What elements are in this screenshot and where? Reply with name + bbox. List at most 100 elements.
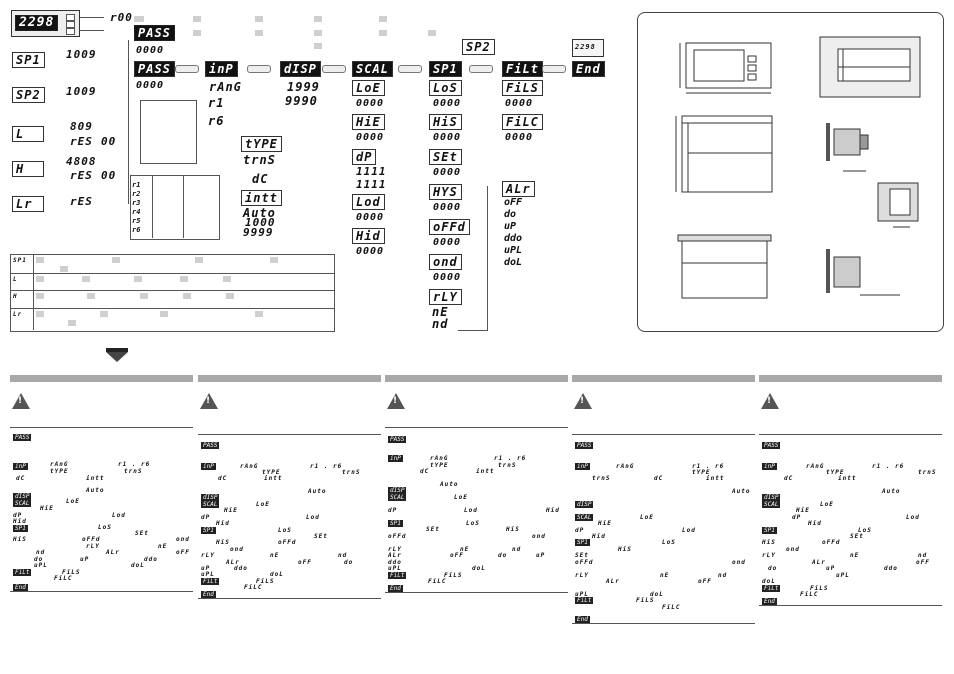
gray-label [193, 16, 201, 22]
gray-label [314, 43, 322, 49]
column-header [10, 375, 193, 382]
gray-label [226, 293, 234, 299]
tag-filt: FiLt [13, 569, 32, 576]
tag-scal: SCAL [575, 514, 594, 521]
filt-filc: FiLC [502, 114, 543, 130]
tag-end: End [575, 616, 590, 623]
txt-trns: trnS [498, 462, 517, 469]
gray-label [134, 16, 144, 22]
column-end-rule [385, 592, 568, 593]
sp1-zero3: 0000 [433, 167, 462, 178]
left-sp1: SP1 [12, 52, 45, 68]
scal-lod: Lod [352, 194, 385, 210]
txt-lod: Lod [906, 514, 920, 521]
tag-scal: SCAL [201, 501, 220, 508]
sp-table-line [10, 290, 334, 291]
txt-rly: rLY [575, 572, 589, 579]
column-header [759, 375, 942, 382]
txt-ond: ond [176, 536, 190, 543]
sp-table-line [10, 273, 334, 274]
tag-disp: dISP [388, 487, 407, 494]
company-logo [106, 346, 128, 362]
txt-alr: ALr [106, 549, 120, 556]
txt-r1r6: r1 . r6 [118, 461, 151, 468]
gray-label [140, 293, 148, 299]
device-button[interactable] [66, 21, 75, 28]
gray-label [36, 257, 44, 263]
txt-loe: LoE [66, 498, 80, 505]
sp1-zero4: 0000 [433, 202, 462, 213]
txt-ne: nE [270, 552, 280, 559]
txt-loe: LoE [256, 501, 270, 508]
warning-icon [574, 393, 592, 409]
txt-dc: dC [16, 475, 26, 482]
column-rule [572, 434, 755, 435]
txt-nd: nd [338, 552, 348, 559]
txt-ond: ond [732, 559, 746, 566]
txt-intt: intt [86, 475, 105, 482]
left-bracket [128, 40, 129, 204]
disp-9990: 9990 [285, 94, 318, 108]
txt-auto: Auto [440, 481, 459, 488]
txt-dp: dP [13, 512, 23, 519]
txt-off: oFF [916, 559, 930, 566]
txt-trns: trnS [342, 469, 361, 476]
gray-label [255, 30, 263, 36]
txt-intt: intt [706, 475, 725, 482]
txt-set: SEt [575, 552, 589, 559]
txt-ddo: ddo [388, 559, 402, 566]
txt-off: oFF [450, 552, 464, 559]
column-rule [759, 434, 942, 435]
gray-label [100, 311, 108, 317]
gray-label [112, 257, 120, 263]
table-divider [152, 175, 153, 238]
device-display: 2298 [15, 15, 59, 31]
txt-los: LoS [662, 539, 676, 546]
alarm-option: doL [504, 257, 523, 268]
connector [80, 30, 104, 31]
warning-icon [761, 393, 779, 409]
txt-rly: rLY [762, 552, 776, 559]
txt-nd: nd [512, 546, 522, 553]
gray-label [68, 320, 76, 326]
alarm-option: ddo [504, 233, 523, 244]
txt-set: SEt [314, 533, 328, 540]
warning-icon [387, 393, 405, 409]
tag-pass: PASS [388, 436, 407, 443]
txt-off: oFF [176, 549, 190, 556]
type-trns: trnS [243, 153, 276, 167]
txt-offd: oFFd [822, 539, 841, 546]
txt-his: HiS [762, 539, 776, 546]
tag-pass: PASS [575, 442, 594, 449]
gray-label [134, 276, 142, 282]
device-button[interactable] [66, 14, 75, 21]
txt-dp: dP [575, 527, 585, 534]
txt-dol: doL [650, 591, 664, 598]
gray-label [223, 276, 231, 282]
sp-table-code: L [13, 276, 18, 283]
drawings-panel [637, 12, 944, 332]
sp1-set: SEt [429, 149, 462, 165]
tag-scal: SCAL [13, 500, 32, 507]
txt-alr: ALr [812, 559, 826, 566]
txt-rly: rLY [201, 552, 215, 559]
zero-pass: 0000 [136, 80, 165, 91]
txt-lod: Lod [464, 507, 478, 514]
inp-ranges-box [140, 100, 197, 164]
alarm-option: uP [504, 221, 517, 232]
arrow-nav [175, 65, 199, 73]
gray-label [87, 293, 95, 299]
tag-scal: SCAL [388, 494, 407, 501]
range-item: r4 [132, 208, 141, 216]
txt-do: do [768, 565, 778, 572]
filt-zero2: 0000 [505, 132, 534, 143]
txt-rly: rLY [388, 546, 402, 553]
txt-filc: FiLC [244, 584, 263, 591]
device-button[interactable] [66, 28, 75, 35]
txt-his: HiS [216, 539, 230, 546]
gray-label [379, 16, 387, 22]
tag-pass: PASS [762, 442, 781, 449]
scal-zero3: 0000 [356, 212, 385, 223]
txt-upl: uPL [575, 591, 589, 598]
txt-dc: dC [784, 475, 794, 482]
